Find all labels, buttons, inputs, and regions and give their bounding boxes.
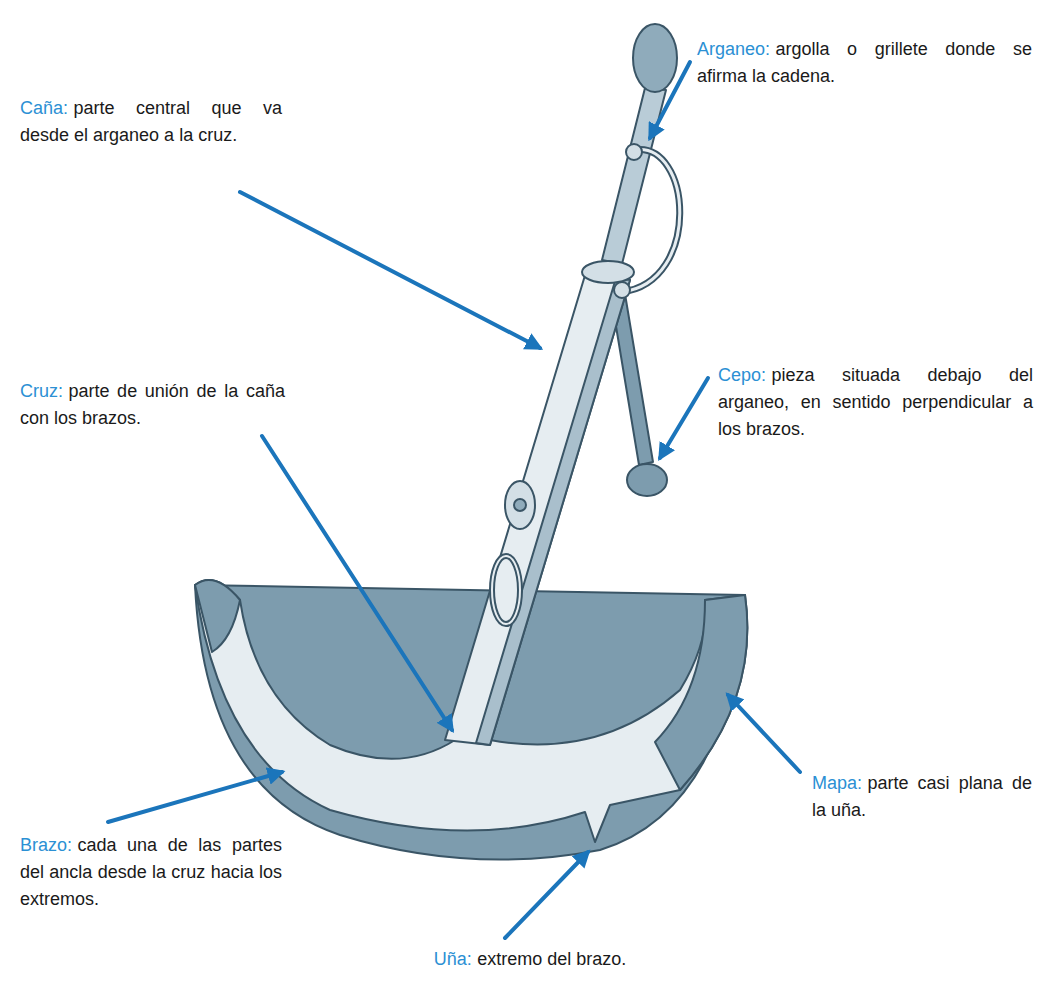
part-term: Cepo: (718, 365, 766, 385)
part-definition: extremo del brazo. (477, 949, 626, 969)
shackle (622, 149, 680, 292)
leader-arrow (728, 695, 800, 772)
callout-label: Uña:extremo del brazo. (360, 946, 700, 973)
stock-knob (627, 464, 667, 496)
shackle (622, 149, 680, 292)
leader-arrow (108, 772, 282, 822)
bolt (514, 499, 526, 511)
leader-arrow (505, 852, 588, 938)
part-term: Cruz: (20, 381, 63, 401)
part-term: Caña: (20, 98, 68, 118)
callout-label: Mapa:parte casi plana de la uña. (812, 770, 1032, 824)
part-term: Mapa: (812, 773, 862, 793)
leader-arrow (660, 378, 708, 458)
leader-arrow (240, 192, 540, 348)
leader-arrow (262, 436, 452, 730)
part-term: Brazo: (20, 835, 72, 855)
bracket (505, 481, 535, 529)
ring (492, 556, 520, 624)
shank-side (476, 278, 630, 745)
callout-label: Caña:parte central que va desde el argan… (20, 95, 282, 149)
shank (445, 272, 630, 745)
part-term: Arganeo: (697, 39, 770, 59)
shackle-pin (614, 282, 630, 298)
ring (492, 556, 520, 624)
part-term: Uña: (434, 949, 472, 969)
callout-label: Cruz:parte de unión de la caña con los b… (20, 378, 285, 432)
callout-label: Arganeo:argolla o grillete donde se afir… (697, 36, 1032, 90)
collar (582, 261, 634, 283)
shackle-pin (626, 144, 642, 160)
upper-knob (633, 24, 677, 92)
callout-label: Cepo:pieza situada debajo del arganeo, e… (718, 362, 1033, 443)
upper-rod (602, 88, 666, 264)
leader-arrow (650, 62, 690, 138)
palm (655, 595, 747, 790)
palm (195, 580, 240, 652)
callout-label: Brazo:cada una de las partes del ancla d… (20, 832, 282, 913)
